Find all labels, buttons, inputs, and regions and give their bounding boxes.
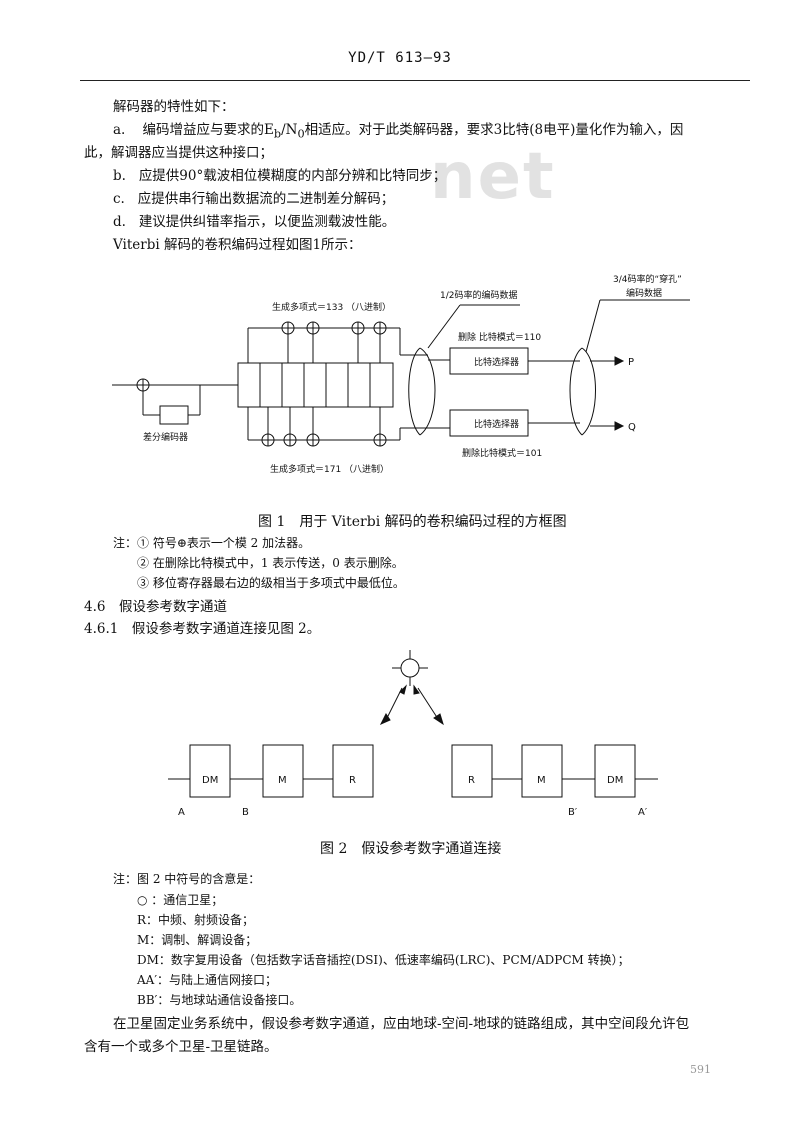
section-4-6: 4.6 假设参考数字通道	[84, 599, 227, 615]
header-rule	[80, 80, 750, 81]
point-a: A	[178, 807, 185, 818]
point-b-prime: B′	[568, 807, 578, 818]
item-text: 相适应。对于此类解码器，要求3比特(8电平)量化作为输入，因	[304, 122, 684, 138]
note2-line: 注：图 2 中符号的含意是：	[113, 872, 261, 886]
r-right-label: R	[468, 775, 475, 786]
item-text: 建议提供纠错率指示，以便监测载波性能。	[138, 214, 396, 230]
item-label: b.	[113, 168, 126, 184]
viterbi-intro: Viterbi 解码的卷积编码过程如图1所示：	[113, 237, 362, 253]
r-right-box	[451, 744, 493, 798]
final-paragraph-line1: 在卫星固定业务系统中，假设参考数字通道，应由地球-空间-地球的链路组成，其中空间…	[113, 1016, 690, 1032]
gen-poly-bottom: 生成多项式＝171 （八进制）	[270, 463, 389, 475]
intro-line: 解码器的特性如下：	[113, 99, 235, 115]
bit-selector-bottom-label: 比特选择器	[474, 418, 519, 430]
m-right-box	[521, 744, 563, 798]
item-c: c. 应提供串行输出数据流的二进制差分解码；	[113, 187, 394, 207]
r-left-label: R	[349, 775, 356, 786]
note2-line: M：调制、解调设备；	[137, 933, 258, 947]
item-label: d.	[113, 214, 126, 230]
section-4-6-1: 4.6.1 假设参考数字通道连接见图 2。	[84, 621, 321, 637]
note1-line: ③ 移位寄存器最右边的级相当于多项式中最低位。	[137, 576, 405, 590]
output-p: P	[628, 357, 634, 368]
bit-selector-top-label: 比特选择器	[474, 356, 519, 368]
item-a-cont: 此，解调器应当提供这种接口；	[84, 145, 273, 161]
note1-line: ② 在删除比特模式中，1 表示传送，0 表示删除。	[137, 556, 404, 570]
item-text: 应提供串行输出数据流的二进制差分解码；	[137, 191, 395, 207]
item-d: d. 建议提供纠错率指示，以便监测载波性能。	[113, 210, 395, 230]
punctured-label-2: 编码数据	[626, 287, 662, 299]
subscript: 0	[297, 127, 305, 141]
page-number: 591	[690, 1063, 711, 1076]
note2-line: ○ ：通信卫星；	[137, 893, 224, 907]
watermark: net	[430, 140, 556, 214]
item-a: a. 编码增益应与要求的Eb/N0相适应。对于此类解码器，要求3比特(8电平)量…	[113, 118, 683, 141]
note2-line: R：中频、射频设备；	[137, 913, 255, 927]
subscript: b	[273, 127, 282, 141]
final-paragraph-line2: 含有一个或多个卫星-卫星链路。	[84, 1039, 278, 1055]
dm-left-label: DM	[202, 775, 218, 786]
figure-1-caption: 图 1 用于 Viterbi 解码的卷积编码过程的方框图	[258, 514, 567, 530]
brace-2	[581, 347, 596, 436]
point-a-prime: A′	[638, 807, 648, 818]
delete-pattern-bottom: 删除比特模式＝101	[462, 447, 542, 459]
note1-line: 注：① 符号⊕表示一个模 2 加法器。	[113, 536, 311, 550]
punctured-label-1: 3/4码率的“穿孔”	[613, 273, 682, 285]
diff-encoder-label: 差分编码器	[143, 431, 188, 443]
brace-1	[419, 347, 436, 436]
dm-left-box	[189, 744, 231, 798]
item-label: c.	[113, 191, 125, 207]
m-right-label: M	[537, 775, 546, 786]
point-b: B	[242, 807, 249, 818]
item-text: 编码增益应与要求的E	[142, 122, 274, 138]
gen-poly-top: 生成多项式＝133 （八进制）	[272, 301, 391, 313]
diff-encoder-box	[159, 405, 189, 425]
dm-right-label: DM	[607, 775, 623, 786]
satellite-icon	[392, 650, 428, 686]
figure-2-caption: 图 2 假设参考数字通道连接	[320, 841, 502, 857]
m-left-label: M	[278, 775, 287, 786]
note2-line: DM：数字复用设备（包括数字话音插控(DSI)、低速率编码(LRC)、PCM/A…	[137, 953, 630, 967]
item-b: b. 应提供90°载波相位模糊度的内部分辨和比特同步；	[113, 164, 446, 184]
output-q: Q	[628, 422, 636, 433]
m-left-box	[262, 744, 304, 798]
delete-pattern-top: 删除 比特模式＝110	[458, 331, 541, 343]
dm-right-box	[594, 744, 636, 798]
item-label: a.	[113, 122, 126, 138]
note2-line: BB′：与地球站通信设备接口。	[137, 993, 302, 1007]
figure-2-diagram: DM M R R M DM A B B′ A′	[168, 650, 658, 818]
shift-register	[237, 362, 394, 408]
item-text: 应提供90°载波相位模糊度的内部分辨和比特同步；	[138, 168, 447, 184]
half-rate-label: 1/2码率的编码数据	[440, 289, 518, 301]
item-text: /N	[281, 122, 298, 138]
running-header: YD/T 613—93	[348, 50, 452, 66]
note2-line: AA′：与陆上通信网接口；	[137, 973, 278, 987]
figure-1-block-diagram: 差分编码器 生成多项式＝133 （八进制） 生成多项式＝171 （八进制） 1/…	[112, 273, 690, 475]
r-left-box	[332, 744, 374, 798]
